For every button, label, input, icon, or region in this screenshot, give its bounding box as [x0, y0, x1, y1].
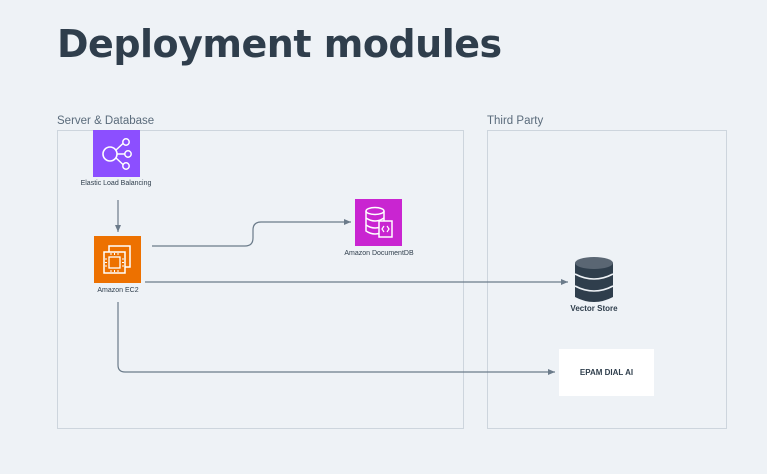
vector-store-label: Vector Store	[570, 304, 618, 313]
epam-dial-label: EPAM DIAL AI	[579, 368, 634, 377]
group-label-third-party: Third Party	[487, 115, 544, 127]
database-stack-icon	[573, 255, 615, 305]
ec2-label: Amazon EC2	[97, 287, 139, 294]
edge-ec2-to-epam-dial	[117, 302, 555, 375]
group-server-database	[57, 130, 464, 429]
ec2-chip-icon	[94, 236, 141, 283]
epam-dial-card: EPAM DIAL AI	[559, 349, 654, 396]
group-label-server-database: Server & Database	[57, 115, 155, 127]
documentdb-label: Amazon DocumentDB	[344, 250, 414, 257]
elb-label: Elastic Load Balancing	[80, 180, 152, 187]
load-balancer-icon	[93, 130, 140, 177]
group-third-party	[487, 130, 727, 429]
edge-ec2-to-documentdb	[152, 219, 351, 247]
page-title: Deployment modules	[57, 22, 502, 66]
database-document-icon	[355, 199, 402, 246]
